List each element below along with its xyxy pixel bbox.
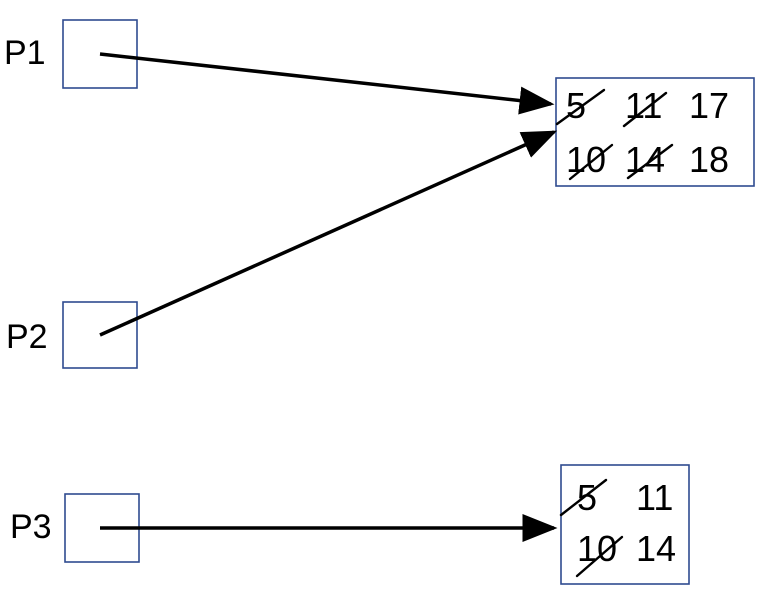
strike-block-b-5 — [559, 478, 608, 517]
block-b-cell-10: 10 — [577, 528, 617, 569]
pointer-label-p1: P1 — [4, 34, 46, 72]
strike-block-a-11 — [622, 91, 668, 128]
memory-block-b-box — [560, 464, 690, 585]
block-a-cell-14: 14 — [625, 139, 665, 180]
arrow-p1-to-block-a — [99, 52, 555, 115]
pointer-p1: P1 — [4, 19, 138, 89]
block-b-cell-11: 11 — [636, 477, 673, 518]
memory-block-a: 5 11 17 10 14 18 — [555, 77, 755, 187]
pointer-label-p2: P2 — [6, 318, 48, 356]
strike-block-b-10 — [575, 535, 624, 578]
block-a-cell-5: 5 — [566, 85, 586, 126]
arrow-p2-to-block-a — [99, 130, 558, 337]
memory-block-b: 5 11 10 14 — [559, 464, 690, 585]
block-b-cell-5: 5 — [577, 477, 597, 518]
block-a-cell-10: 10 — [566, 139, 606, 180]
block-a-cell-17: 17 — [689, 85, 729, 126]
pointer-p2: P2 — [6, 301, 138, 369]
memory-block-a-box — [555, 77, 755, 187]
block-b-cell-14: 14 — [636, 528, 676, 569]
strike-block-a-10 — [568, 143, 614, 181]
strike-block-a-14 — [626, 143, 674, 180]
block-a-cell-18: 18 — [689, 139, 729, 180]
pointer-label-p3: P3 — [10, 508, 52, 546]
strike-block-a-5 — [555, 88, 606, 126]
